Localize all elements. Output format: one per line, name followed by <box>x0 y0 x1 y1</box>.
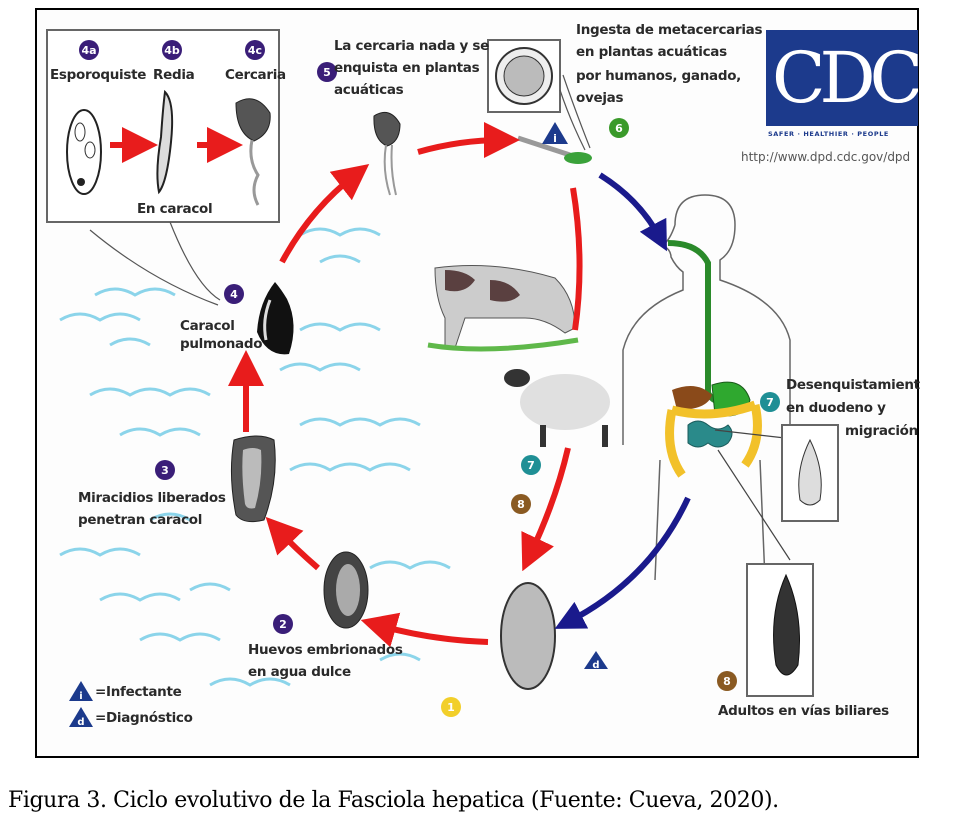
badge-7-animal: 7 <box>521 455 541 475</box>
label-s5-line1: La cercaria nada y se <box>334 38 490 54</box>
arrow-to-cow <box>570 187 583 331</box>
badge-8-human: 8 <box>717 671 737 691</box>
badge-6: 6 <box>609 118 629 138</box>
liver <box>672 386 712 410</box>
badge-4b: 4b <box>162 40 182 60</box>
label-adultos: Adultos en vías biliares <box>718 703 889 719</box>
cdc-logo: CDC <box>766 30 918 126</box>
cow-illustration <box>427 265 579 352</box>
label-caracol: Caracol <box>180 318 235 334</box>
label-s2-line1: Huevos embrionados <box>248 642 403 658</box>
svg-text:i: i <box>79 691 82 702</box>
spoon-illustration <box>517 135 571 158</box>
label-s5-line3: acuáticas <box>334 82 404 98</box>
cycle-arrows <box>228 122 583 648</box>
cdc-url: http://www.dpd.cdc.gov/dpd <box>741 150 911 164</box>
unembryonated-egg-illustration <box>500 582 556 690</box>
arrow-excretion <box>554 496 691 629</box>
water-waves <box>59 227 451 687</box>
label-pulmonado: pulmonado <box>180 336 263 352</box>
badge-1: 1 <box>441 697 461 717</box>
adult-fluke-box <box>746 563 814 697</box>
arrow-sheep-to-egg <box>521 447 571 572</box>
label-redia: Redia <box>153 67 195 83</box>
small-intestine <box>687 420 733 448</box>
adult-fluke-illustration <box>773 573 800 676</box>
arrow-ingestion <box>598 172 667 252</box>
badge-5: 5 <box>317 62 337 82</box>
label-s7-line2: en duodeno y <box>786 400 886 416</box>
legend-infective-label: =Infectante <box>95 684 182 700</box>
snail-illustration <box>257 282 294 355</box>
diagnostic-triangle-icon: d <box>584 651 608 671</box>
large-intestine <box>665 400 762 478</box>
svg-text:i: i <box>553 132 557 145</box>
label-en-caracol: En caracol <box>137 201 213 217</box>
label-esporoquiste: Esporoquiste <box>50 67 147 83</box>
legend-diagnostic-label: =Diagnóstico <box>95 710 193 726</box>
redia-illustration <box>156 89 174 195</box>
label-s7-line3: migración <box>845 423 918 439</box>
host-arrows <box>554 172 691 629</box>
label-cercaria: Cercaria <box>225 67 286 83</box>
arrow-to-miracidium <box>265 516 320 571</box>
label-s3-line2: penetran caracol <box>78 512 203 528</box>
juvenile-fluke-illustration <box>798 438 822 506</box>
label-s2-line2: en agua dulce <box>248 664 351 680</box>
cdc-tagline: SAFER · HEALTHIER · PEOPLE <box>768 130 889 138</box>
arrow-to-metacercaria <box>417 122 520 159</box>
human-body-illustration <box>622 194 791 581</box>
infective-triangle-icon: i <box>542 122 568 145</box>
badge-3: 3 <box>155 460 175 480</box>
label-s6-line3: por humanos, ganado, <box>576 68 742 84</box>
label-s6-line4: ovejas <box>576 90 624 106</box>
label-s6-line1: Ingesta de metacercarias <box>576 22 763 38</box>
label-s7-line1: Desenquistamient <box>786 377 920 393</box>
swimming-cercaria-illustration <box>373 111 401 147</box>
figure-caption: Figura 3. Ciclo evolutivo de la Fasciola… <box>8 788 779 813</box>
badge-4c: 4c <box>245 40 265 60</box>
badge-4a: 4a <box>79 40 99 60</box>
legend-infective-icon: i <box>69 681 93 702</box>
label-s3-line1: Miracidios liberados <box>78 490 226 506</box>
badge-7-human: 7 <box>760 392 780 412</box>
badge-2: 2 <box>273 614 293 634</box>
sheep-illustration <box>504 369 610 447</box>
arrow-egg-to-embryonated <box>360 612 489 648</box>
arrow-to-cercaria <box>279 163 370 264</box>
svg-text:d: d <box>77 717 84 728</box>
badge-4: 4 <box>224 284 244 304</box>
label-s5-line2: enquista en plantas <box>334 60 480 76</box>
badge-8-animal: 8 <box>511 494 531 514</box>
svg-text:d: d <box>592 660 599 671</box>
legend-diagnostic-icon: d <box>69 707 93 728</box>
label-s6-line2: en plantas acuáticas <box>576 44 727 60</box>
